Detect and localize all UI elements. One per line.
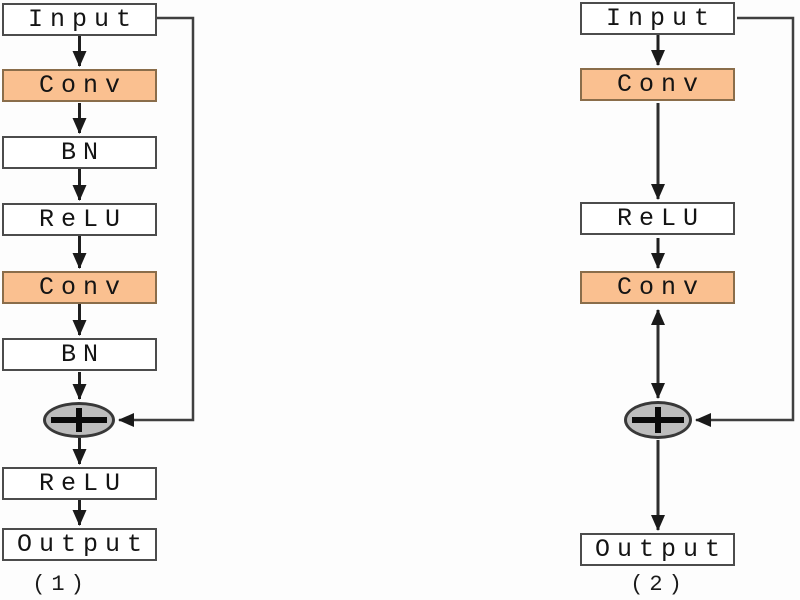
node-d2-add xyxy=(624,401,692,439)
node-d2-relu: ReLU xyxy=(580,202,735,235)
node-d1-input: Input xyxy=(2,3,157,36)
node-d2-output: Output xyxy=(580,533,735,566)
node-d2-input: Input xyxy=(580,2,735,35)
caption-diagram-1: (1) xyxy=(32,572,90,597)
node-d1-output: Output xyxy=(2,528,157,561)
caption-diagram-2: (2) xyxy=(630,572,688,597)
plus-icon xyxy=(627,404,689,436)
node-d2-conv1: Conv xyxy=(580,68,735,101)
node-d1-bn1: BN xyxy=(2,136,157,169)
node-d1-bn2: BN xyxy=(2,338,157,371)
node-d1-conv2: Conv xyxy=(2,271,157,304)
node-d1-conv1: Conv xyxy=(2,69,157,102)
node-d1-relu1: ReLU xyxy=(2,203,157,236)
plus-icon xyxy=(46,405,112,435)
node-d1-add xyxy=(43,402,115,438)
node-d2-conv2: Conv xyxy=(580,271,735,304)
node-d1-relu2: ReLU xyxy=(2,467,157,500)
